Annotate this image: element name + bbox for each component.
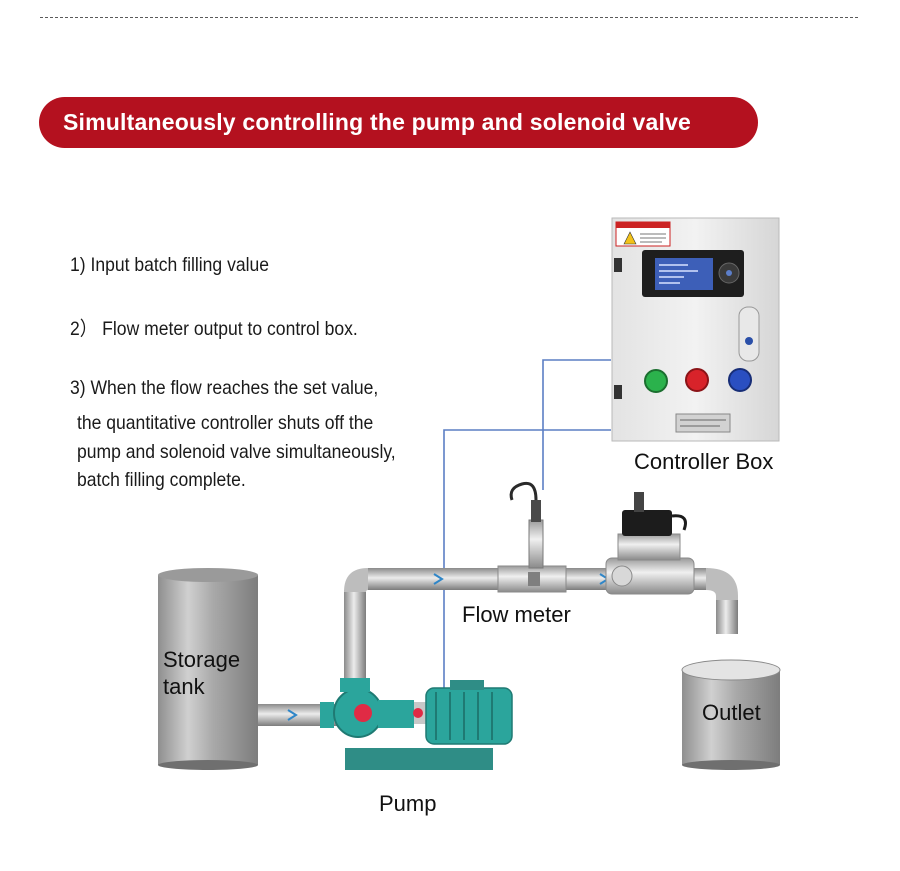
flow-meter-label: Flow meter — [462, 602, 571, 627]
hinge-icon — [614, 258, 622, 272]
storage-tank — [158, 568, 258, 770]
step-3-line-3: pump and solenoid valve simultaneously, — [77, 441, 396, 463]
step-3-line-1: 3) When the flow reaches the set value, — [70, 377, 379, 399]
nameplate — [675, 413, 731, 433]
blue-button — [728, 368, 752, 392]
door-handle-icon — [738, 306, 760, 362]
signal-wires — [443, 359, 611, 709]
controller-box — [611, 217, 780, 442]
outlet-label: Outlet — [702, 700, 761, 725]
storage-tank-label: Storage tank — [163, 647, 241, 699]
step-3-line-2: the quantitative controller shuts off th… — [77, 412, 374, 434]
banner-title: Simultaneously controlling the pump and … — [63, 109, 692, 135]
title-banner: Simultaneously controlling the pump and … — [39, 97, 758, 148]
green-button — [644, 369, 668, 393]
pump-label: Pump — [379, 791, 437, 816]
top-dashed-divider — [40, 17, 858, 18]
controller-box-label: Controller Box — [634, 449, 774, 474]
step-1: 1) Input batch filling value — [70, 254, 270, 276]
red-button — [685, 368, 709, 392]
outlet-tank — [681, 659, 781, 770]
step-2: 2） Flow meter output to control box. — [70, 318, 358, 340]
flow-meter — [497, 481, 567, 593]
solenoid-valve — [605, 492, 695, 595]
pump — [320, 678, 513, 770]
step-3-line-4: batch filling complete. — [77, 469, 246, 491]
